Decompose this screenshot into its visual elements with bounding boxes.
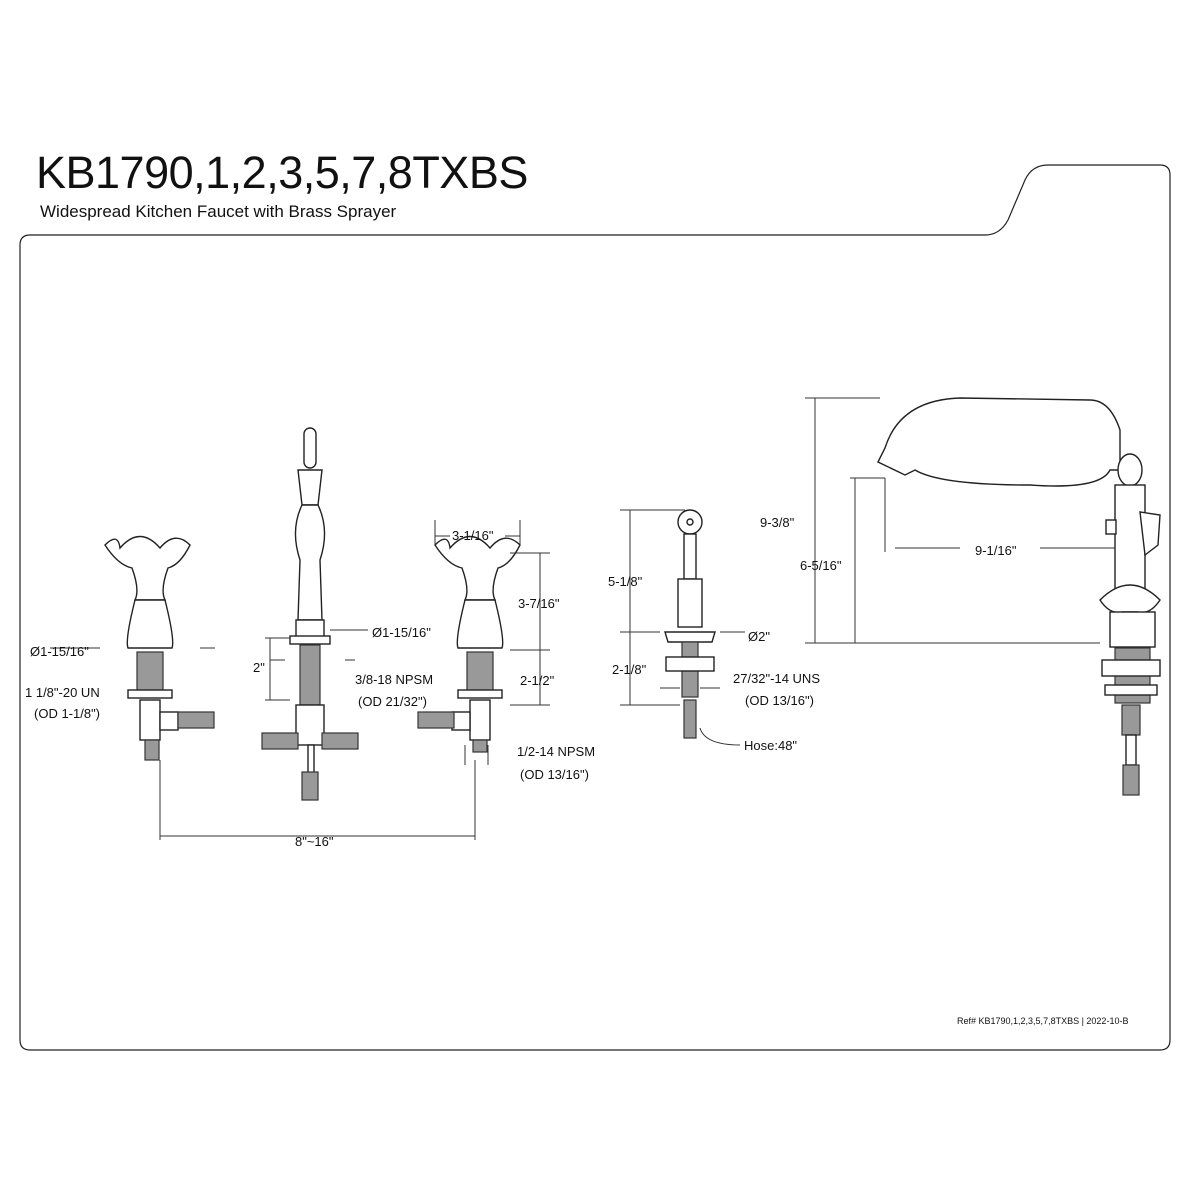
spout-front-drawing [261,427,359,801]
dimension-lines [50,397,1115,840]
spout-thread-label: 3/8-18 NPSM [355,672,433,687]
dimension-labels: Ø1-15/16" 1 1/8"-20 UN (OD 1-1/8") 2" Ø1… [25,515,1128,1026]
handle-thread-od-label: (OD 1-1/8") [34,706,100,721]
sprayer-thread-od-label: (OD 13/16") [745,693,814,708]
spout-base-diameter-label: Ø1-15/16" [372,625,431,640]
drawing-frame [19,164,1171,1051]
left-handle-drawing [104,535,215,761]
reference-number: Ref# KB1790,1,2,3,5,7,8TXBS | 2022-10-B [957,1016,1128,1026]
handle-diameter-label: Ø1-15/16" [30,644,89,659]
sprayer-shank-label: 2-1/8" [612,662,647,677]
inlet-thread-od-label: (OD 13/16") [520,767,589,782]
right-handle-drawing [417,535,521,753]
handle-shank-label: 2-1/2" [520,673,555,688]
sprayer-diameter-label: Ø2" [748,629,770,644]
spout-side-drawing [877,397,1161,796]
handle-width-label: 3-1/16" [452,528,494,543]
sprayer-thread-label: 27/32"-14 UNS [733,671,820,686]
spout-clearance-label: 6-5/16" [800,558,842,573]
inlet-thread-label: 1/2-14 NPSM [517,744,595,759]
model-title: KB1790,1,2,3,5,7,8TXBS [36,147,528,198]
spout-reach-label: 9-1/16" [975,543,1017,558]
spout-thread-od-label: (OD 21/32") [358,694,427,709]
sprayer-drawing [664,509,716,739]
sprayer-height-label: 5-1/8" [608,574,643,589]
hose-label: Hose:48" [744,738,797,753]
model-description: Widespread Kitchen Faucet with Brass Spr… [40,202,397,221]
spout-shank-label: 2" [253,660,265,675]
handle-height-label: 3-7/16" [518,596,560,611]
spout-height-label: 9-3/8" [760,515,795,530]
handle-thread-label: 1 1/8"-20 UN [25,685,100,700]
spread-label: 8"~16" [295,834,334,849]
